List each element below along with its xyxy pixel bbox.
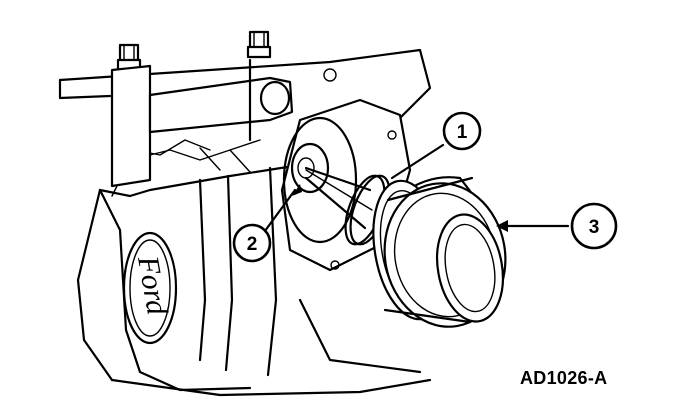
pulley xyxy=(372,176,507,328)
ford-logo: Ford xyxy=(122,231,178,345)
callout-3: 3 xyxy=(570,202,618,250)
leader-lines xyxy=(260,143,570,237)
callout-2: 2 xyxy=(232,223,272,263)
bolts-top xyxy=(116,30,272,72)
svg-text:1: 1 xyxy=(457,122,468,143)
reference-code: AD1026-A xyxy=(520,368,608,388)
callout-1: 1 xyxy=(442,111,482,151)
svg-text:2: 2 xyxy=(247,234,258,255)
svg-text:3: 3 xyxy=(589,217,600,238)
bracket-arm xyxy=(110,58,294,188)
